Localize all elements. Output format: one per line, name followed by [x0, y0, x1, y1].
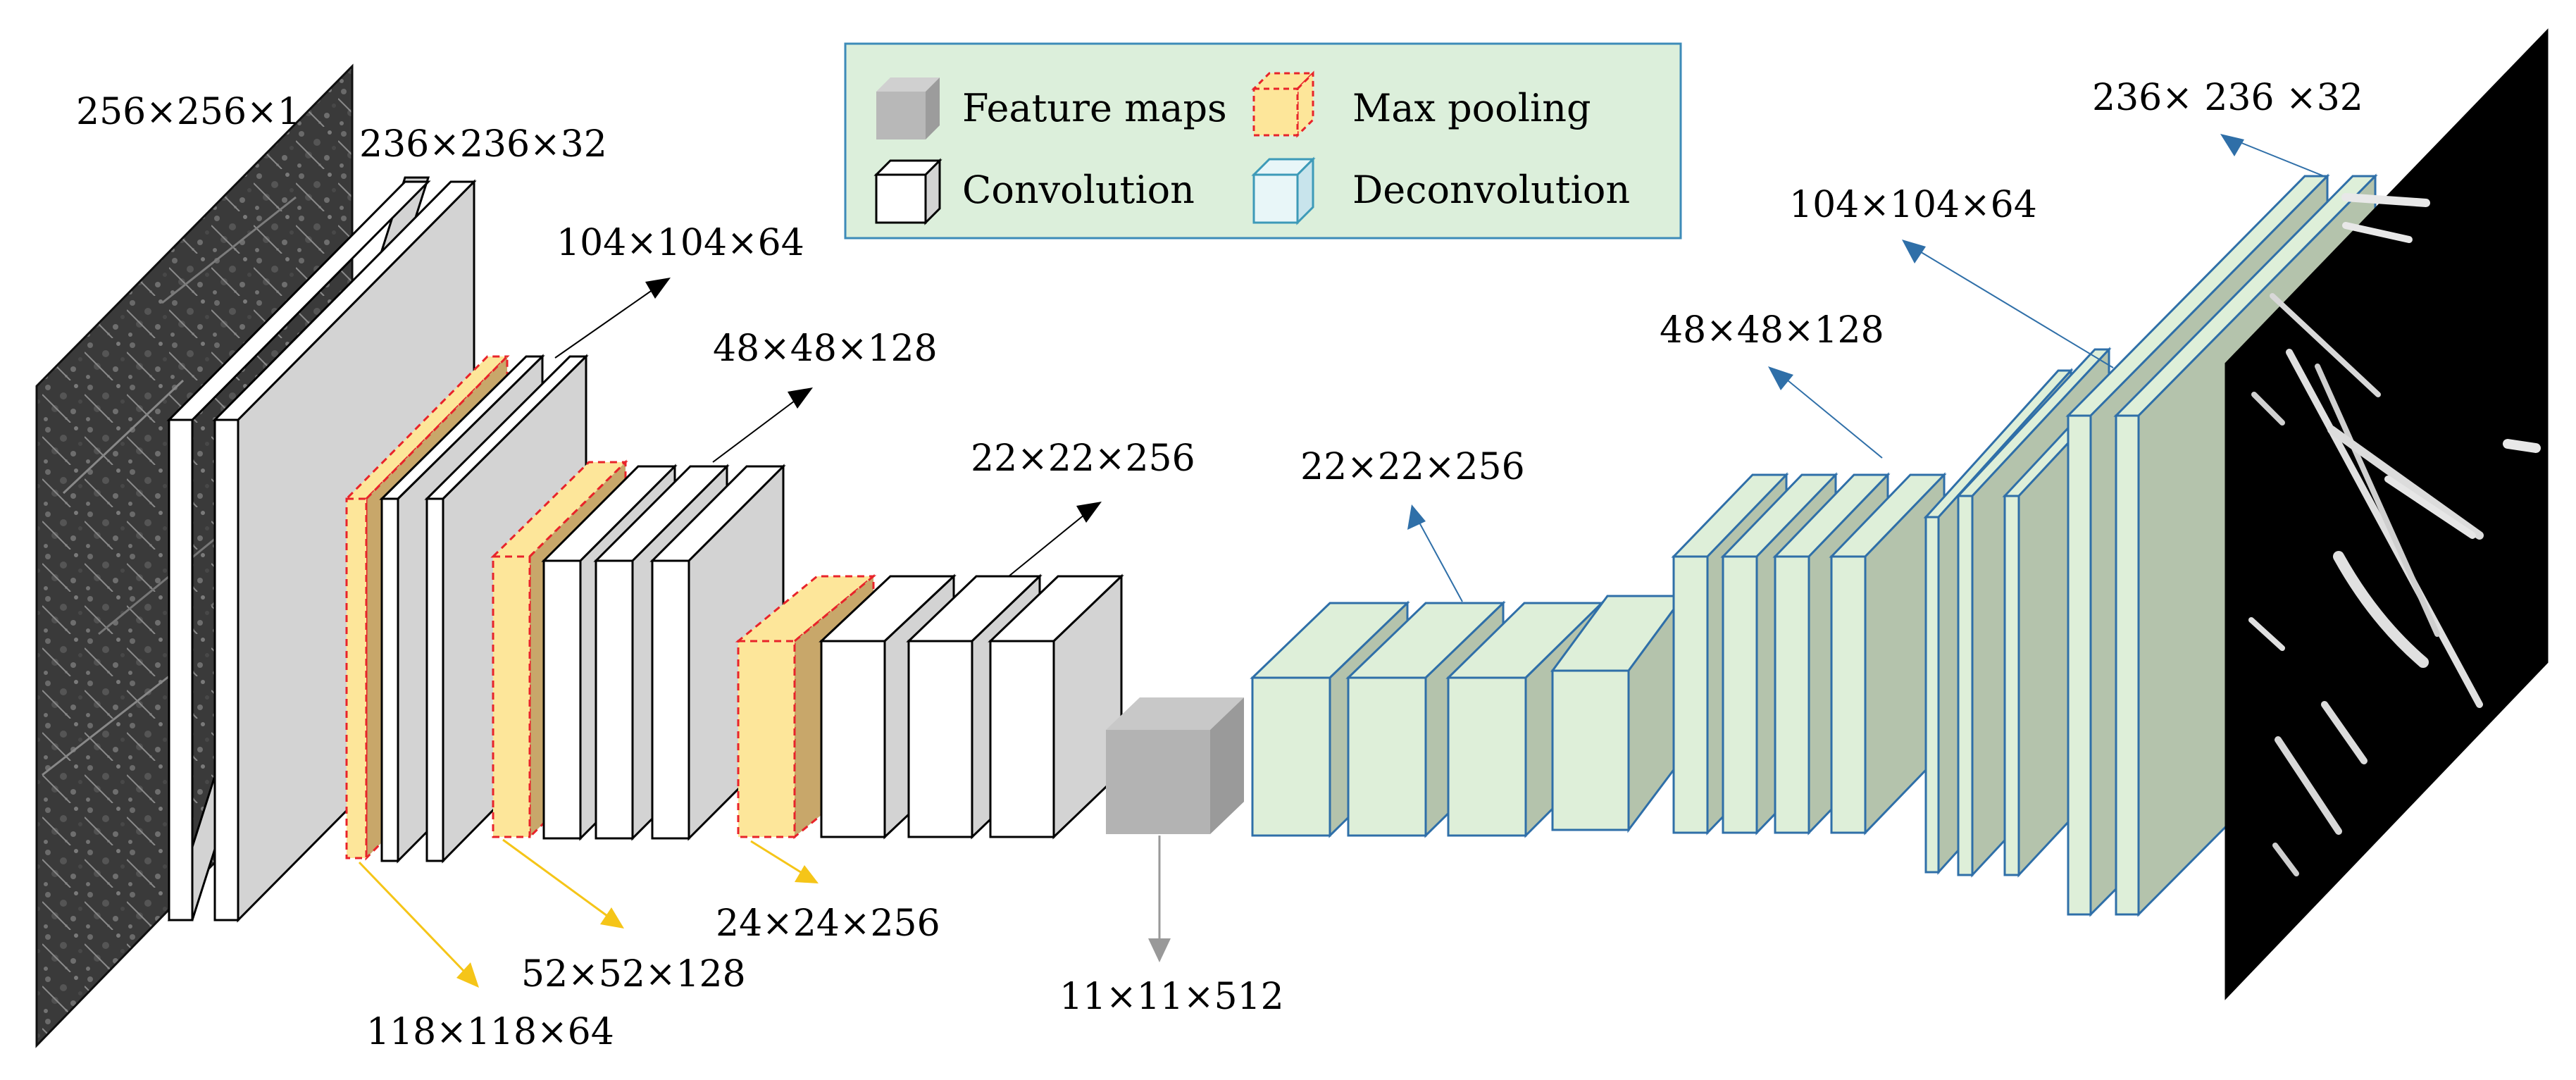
legend-convolution-label: Convolution	[962, 168, 1195, 212]
bottleneck-arrowhead	[1148, 938, 1171, 962]
legend-deconvolution-icon	[1251, 156, 1316, 225]
bottleneck-block	[1106, 697, 1244, 834]
enc-conv4-label: 22×22×256	[971, 437, 1195, 480]
output-image	[2225, 28, 2549, 1000]
pool2-label: 52×52×128	[521, 953, 746, 995]
enc-conv1-label: 236×236×32	[359, 123, 607, 166]
enc-conv2-arrow	[554, 283, 663, 359]
enc-conv3-block	[541, 464, 786, 841]
legend-convolution-icon	[873, 158, 942, 225]
legend-deconvolution-label: Deconvolution	[1352, 168, 1630, 212]
input-size-label: 256×256×1	[76, 91, 301, 133]
dec3-arrow	[1918, 250, 2114, 368]
enc-conv2-label: 104×104×64	[556, 222, 804, 264]
pool3-arrowhead	[795, 865, 819, 883]
enc-conv4-arrowhead	[1076, 502, 1102, 523]
pool3-arrow	[750, 840, 804, 875]
dec2-label: 48×48×128	[1660, 309, 1884, 352]
dec4-arrow	[2239, 142, 2328, 178]
dec1-block	[1250, 592, 1686, 838]
legend-max-pooling-label: Max pooling	[1352, 86, 1591, 130]
dec4-label: 236× 236 ×32	[2092, 77, 2363, 119]
enc-conv3-arrow	[712, 394, 804, 463]
pool3-label: 24×24×256	[716, 902, 940, 945]
enc-conv2-block	[379, 354, 589, 864]
dec1-label: 22×22×256	[1300, 446, 1525, 488]
dec2-arrow	[1787, 380, 1883, 459]
pool1-arrowhead	[456, 962, 479, 988]
enc-conv3-label: 48×48×128	[713, 328, 938, 370]
dec2-block	[1671, 472, 1947, 836]
enc-conv3-arrowhead	[788, 387, 813, 409]
enc-conv2-arrowhead	[645, 278, 671, 299]
legend-feature-maps-icon	[876, 77, 940, 139]
dec3-arrowhead	[1902, 240, 1926, 263]
dec3-label: 104×104×64	[1789, 184, 2037, 226]
pool1-arrow	[358, 861, 466, 974]
dec1-arrow	[1418, 521, 1463, 602]
bottleneck-label: 11×11×512	[1059, 976, 1284, 1018]
pool1-label: 118×118×64	[366, 1011, 614, 1053]
dec4-arrowhead	[2220, 134, 2244, 156]
legend-max-pooling-icon	[1251, 70, 1316, 138]
enc-conv4-arrow	[1008, 508, 1093, 577]
legend-box: Feature maps Max pooling Convolution Dec…	[844, 42, 1682, 240]
dec1-arrowhead	[1407, 504, 1426, 530]
legend-feature-maps-label: Feature maps	[962, 86, 1227, 130]
dec2-arrowhead	[1768, 366, 1793, 390]
enc-conv4-block	[819, 573, 1124, 840]
pool2-arrowhead	[600, 907, 624, 929]
pool2-arrow	[502, 838, 608, 917]
